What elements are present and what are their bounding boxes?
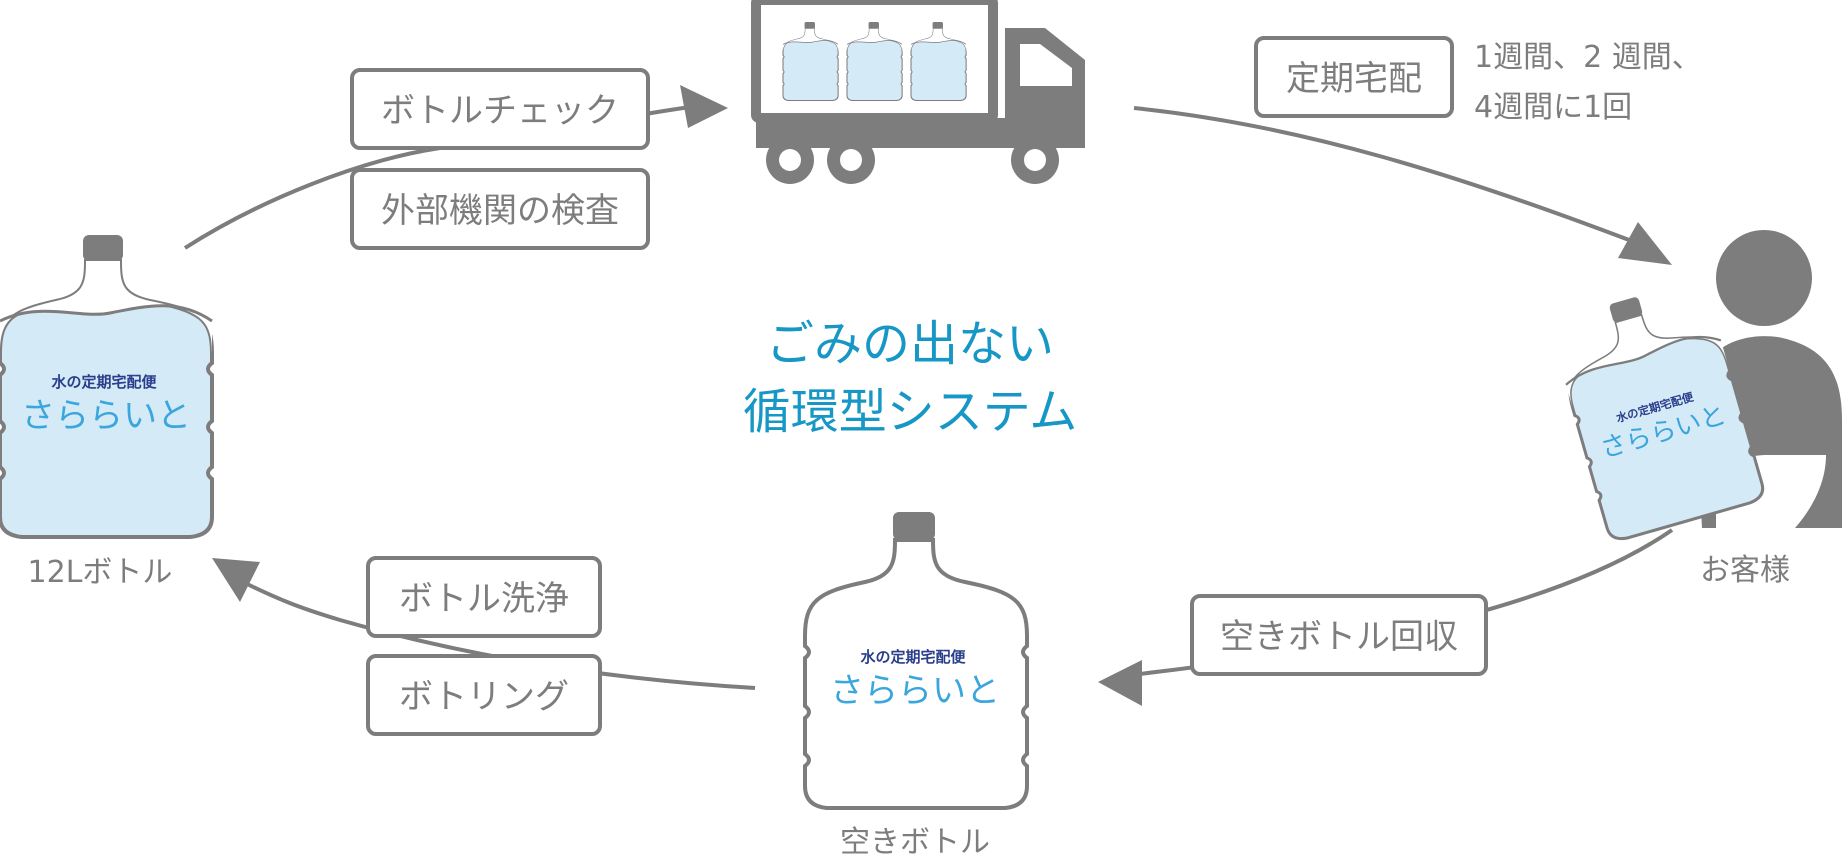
bottle-12l-label: 12Lボトル [28,555,173,590]
arrow-to-12l-bottle [212,558,260,602]
customer-label: お客様 [1700,553,1790,588]
svg-text:水の定期宅配便: 水の定期宅配便 [51,373,157,391]
svg-text:空きボトル回収: 空きボトル回収 [1220,617,1458,657]
truck-icon [751,0,1085,184]
svg-text:ボトルチェック: ボトルチェック [381,91,619,131]
empty-bottle-image: 水の定期宅配便 さららいと [803,510,1029,810]
bottle-12l-image: 水の定期宅配便 さららいと [0,233,214,539]
svg-text:ボトリング: ボトリング [399,677,569,717]
regular-delivery-box: 定期宅配 [1254,36,1454,118]
svg-text:定期宅配: 定期宅配 [1286,59,1422,99]
svg-text:ボトル洗浄: ボトル洗浄 [399,579,569,619]
arrow-to-empty-bottle [1098,660,1142,706]
bottling-box: ボトリング [366,654,602,736]
cycle-title-line2: 循環型システム [743,384,1078,440]
svg-text:水の定期宅配便: 水の定期宅配便 [860,648,966,666]
empty-collection-box: 空きボトル回収 [1190,594,1488,676]
flow-to-customer [1133,106,1651,250]
delivery-schedule-line2: 4週間に1回 [1474,90,1632,125]
arrow-to-truck [680,85,728,128]
arrow-to-customer [1618,222,1672,265]
bottle-check-box: ボトルチェック [350,68,650,150]
svg-text:外部機関の検査: 外部機関の検査 [381,191,619,231]
flow-to-12l-bottle [244,581,756,690]
svg-text:さららいと: さららいと [830,671,1000,711]
external-inspection-box: 外部機関の検査 [350,168,650,250]
svg-text:さららいと: さららいと [21,396,191,436]
bottle-wash-box: ボトル洗浄 [366,556,602,638]
delivery-schedule-line1: 1週間、2 週間、 [1474,40,1702,75]
customer-icon: 水の定期宅配便 さららいと [1546,230,1842,545]
empty-bottle-label: 空きボトル [840,825,990,860]
cycle-title-line1: ごみの出ない [766,316,1054,372]
